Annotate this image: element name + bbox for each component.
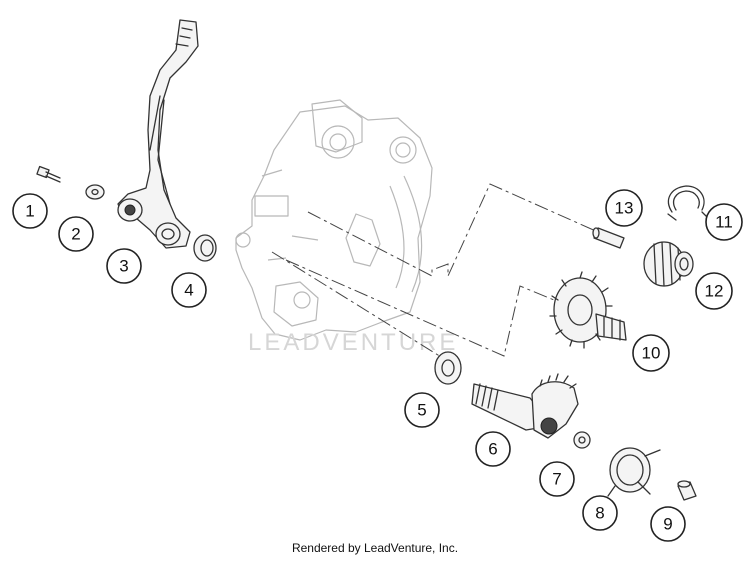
callout-3: 3 <box>106 248 142 284</box>
callout-11: 11 <box>705 203 743 241</box>
kickstart-shaft-part <box>471 373 579 439</box>
svg-text:12: 12 <box>705 282 724 301</box>
thrust-washer-part <box>434 351 462 385</box>
callout-1: 1 <box>12 193 48 229</box>
callout-9: 9 <box>650 506 686 542</box>
callout-5: 5 <box>404 392 440 428</box>
svg-text:2: 2 <box>71 225 80 244</box>
callout-4: 4 <box>171 272 207 308</box>
callout-10: 10 <box>632 334 670 372</box>
watermark-text: LEADVENTURE <box>248 329 458 356</box>
svg-text:7: 7 <box>552 470 561 489</box>
svg-text:3: 3 <box>119 257 128 276</box>
svg-text:6: 6 <box>488 440 497 459</box>
svg-text:13: 13 <box>615 199 634 218</box>
dowel-pin-part <box>592 227 625 249</box>
svg-text:8: 8 <box>595 504 604 523</box>
callout-13: 13 <box>605 189 643 227</box>
kickstart-lever-part <box>117 19 199 249</box>
engine-case <box>235 99 433 341</box>
svg-text:11: 11 <box>715 213 733 232</box>
svg-text:10: 10 <box>642 344 661 363</box>
small-gear-part <box>643 241 694 287</box>
callout-6: 6 <box>475 431 511 467</box>
bolt-part <box>36 165 61 183</box>
callout-8: 8 <box>582 495 618 531</box>
svg-text:4: 4 <box>184 281 193 300</box>
render-credit: Rendered by LeadVenture, Inc. <box>291 541 459 555</box>
callout-7: 7 <box>539 461 575 497</box>
callout-12: 12 <box>695 272 733 310</box>
callout-2: 2 <box>58 216 94 252</box>
svg-text:1: 1 <box>25 202 34 221</box>
intermediate-gear-part <box>549 271 627 349</box>
svg-text:5: 5 <box>417 401 426 420</box>
washer-part <box>85 184 105 200</box>
svg-text:9: 9 <box>663 515 672 534</box>
small-washer-part <box>573 431 591 449</box>
return-spring-part <box>607 447 661 497</box>
pin-part <box>677 480 697 501</box>
seal-ring-part <box>193 234 217 262</box>
leader-lines <box>271 183 599 361</box>
circlip-part <box>667 185 709 221</box>
